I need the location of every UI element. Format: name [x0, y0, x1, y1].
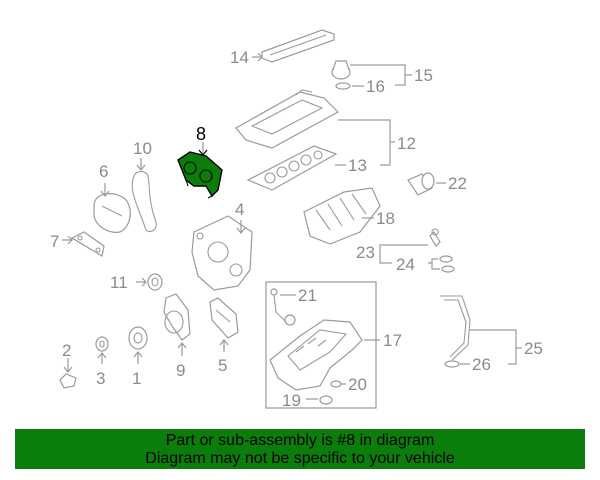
callout-15[interactable]: 15 [414, 66, 433, 85]
part-15[interactable]: 15 [331, 60, 433, 86]
part-9[interactable]: 9 [163, 293, 191, 380]
callout-21[interactable]: 21 [298, 286, 317, 305]
part-10[interactable]: 10 [131, 139, 157, 233]
callout-16[interactable]: 16 [366, 77, 385, 96]
part-1[interactable]: 1 [128, 326, 148, 388]
callout-24[interactable]: 24 [396, 255, 415, 274]
callout-23[interactable]: 23 [356, 243, 375, 262]
callout-14[interactable]: 14 [230, 48, 249, 67]
callout-13[interactable]: 13 [348, 156, 367, 175]
callout-26[interactable]: 26 [472, 355, 491, 374]
callout-7[interactable]: 7 [50, 232, 59, 251]
part-2[interactable]: 2 [59, 341, 77, 389]
callout-12[interactable]: 12 [397, 134, 416, 153]
part-11[interactable]: 11 [110, 273, 163, 292]
part-20[interactable]: 20 [330, 375, 367, 394]
part-18[interactable]: 18 [303, 187, 395, 245]
callout-11[interactable]: 11 [110, 273, 128, 292]
part-22[interactable]: 22 [407, 172, 467, 196]
banner-line-2: Diagram may not be specific to your vehi… [145, 450, 455, 467]
callout-20[interactable]: 20 [348, 375, 367, 394]
banner-line-1: Part or sub-assembly is #8 in diagram [165, 432, 435, 449]
part-17[interactable]: 17 [269, 319, 402, 391]
part-24[interactable]: 24 [396, 255, 455, 274]
info-banner: Part or sub-assembly is #8 in diagram Di… [15, 429, 585, 469]
part-26[interactable]: 26 [444, 355, 491, 374]
part-19[interactable]: 19 [282, 391, 333, 410]
part-4[interactable]: 4 [191, 200, 253, 291]
part-3[interactable]: 3 [95, 336, 109, 388]
callout-2[interactable]: 2 [62, 341, 71, 360]
callout-9[interactable]: 9 [176, 361, 185, 380]
callout-3[interactable]: 3 [96, 369, 105, 388]
part-8[interactable]: 8 [177, 124, 223, 199]
part-13[interactable]: 13 [246, 145, 367, 191]
callout-17[interactable]: 17 [383, 331, 402, 350]
callout-10[interactable]: 10 [133, 139, 152, 158]
parts-diagram: 14 15 16 12 13 22 [50, 29, 543, 410]
oil-pan-group-box [265, 281, 377, 409]
callout-18[interactable]: 18 [376, 209, 395, 228]
callout-6[interactable]: 6 [99, 162, 108, 181]
part-21[interactable]: 21 [270, 286, 317, 326]
part-6[interactable]: 6 [93, 162, 131, 233]
part-25[interactable]: 25 [440, 295, 543, 365]
part-23[interactable]: 23 [356, 228, 441, 264]
callout-4[interactable]: 4 [235, 200, 244, 219]
callout-25[interactable]: 25 [524, 339, 543, 358]
callout-8[interactable]: 8 [196, 124, 206, 144]
part-16[interactable]: 16 [335, 77, 385, 96]
part-14[interactable]: 14 [230, 29, 335, 67]
part-7[interactable]: 7 [50, 231, 105, 257]
callout-22[interactable]: 22 [448, 174, 467, 193]
part-12[interactable]: 12 [235, 89, 416, 166]
callout-1[interactable]: 1 [132, 369, 141, 388]
callout-19[interactable]: 19 [282, 391, 301, 410]
part-5[interactable]: 5 [209, 297, 239, 375]
callout-5[interactable]: 5 [218, 356, 227, 375]
